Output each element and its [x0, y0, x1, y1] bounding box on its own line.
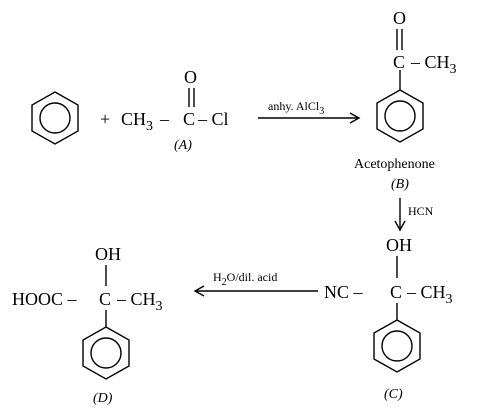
svg-text:H2O/dil. acid: H2O/dil. acid [213, 270, 277, 288]
arrow3-label-rest: O/dil. acid [227, 270, 278, 284]
reagent-a: CH3 – C – Cl O (A) [121, 67, 229, 153]
b-ch3: – CH [410, 52, 450, 72]
c-ch3: – CH [406, 282, 446, 302]
reagent-a-cl: – Cl [197, 109, 229, 129]
benzene-ring-c [373, 319, 421, 373]
arrow1-label-sub: 3 [319, 106, 324, 117]
c-oh: OH [386, 235, 412, 255]
b-label: (B) [391, 177, 409, 192]
svg-text:anhy. AlCl3: anhy. AlCl3 [268, 99, 324, 117]
c-carbon: C [390, 282, 402, 302]
benzene-ring-b-circle [384, 100, 416, 132]
d-carbon: C [99, 289, 111, 309]
product-b: C O – CH3 Acetophenone (B) [354, 8, 457, 192]
reagent-a-dash1: – [159, 109, 170, 129]
reagent-a-oxygen: O [184, 67, 197, 87]
reagent-a-ch3: CH [121, 109, 146, 129]
arrow3-label-h: H [213, 270, 222, 284]
plus-sign: + [100, 109, 110, 129]
arrow-hcn: HCN [394, 198, 434, 232]
svg-text:– CH3: – CH3 [116, 289, 163, 314]
benzene-ring-c-circle [381, 330, 413, 362]
d-oh: OH [95, 244, 121, 264]
svg-text:– CH3: – CH3 [410, 52, 457, 77]
svg-text:– CH3: – CH3 [406, 282, 453, 307]
b-carbon: C [393, 52, 405, 72]
benzene-ring-reactant [31, 91, 79, 145]
reagent-a-sub3: 3 [146, 119, 153, 134]
product-c: OH NC – C – CH3 (C) [324, 235, 453, 402]
arrow-friedel-crafts: anhy. AlCl3 [258, 99, 361, 124]
arrow1-label: anhy. AlCl [268, 99, 320, 113]
reagent-a-carbon: C [183, 109, 195, 129]
d-ch3: – CH [116, 289, 156, 309]
benzene-ring-d [82, 326, 130, 380]
product-d: OH HOOC – C – CH3 (D) [12, 244, 163, 406]
c-nc: NC – [324, 282, 364, 302]
svg-text:CH3: CH3 [121, 109, 153, 134]
b-sub3: 3 [450, 62, 457, 77]
arrow2-label: HCN [408, 204, 434, 218]
d-sub3: 3 [156, 299, 163, 314]
arrow3-label-sub: 2 [222, 277, 227, 288]
c-label: (C) [384, 387, 403, 402]
d-hooc: HOOC – [12, 289, 78, 309]
reagent-a-label: (A) [174, 138, 192, 153]
c-sub3: 3 [446, 292, 453, 307]
benzene-ring-b [376, 89, 424, 143]
arrow-hydrolysis: H2O/dil. acid [193, 270, 318, 297]
d-label: (D) [93, 391, 113, 406]
benzene-ring-d-circle [90, 337, 122, 369]
b-name: Acetophenone [354, 157, 435, 172]
b-oxygen: O [393, 8, 406, 28]
